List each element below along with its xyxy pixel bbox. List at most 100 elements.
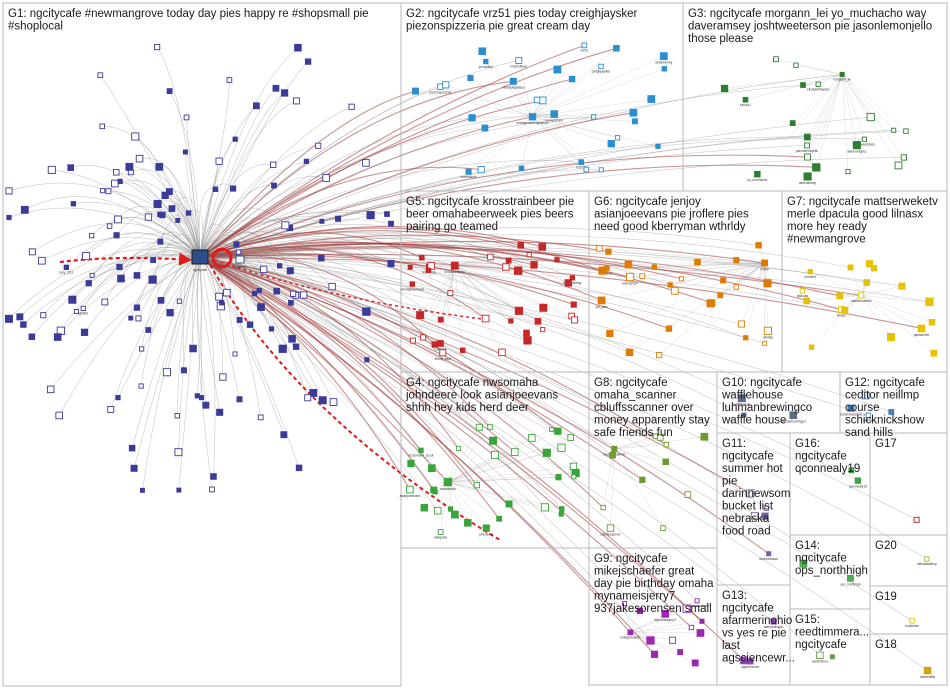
group-label-g1: G1: ngcitycafe #newmangrove today day pi… [8, 8, 369, 20]
node-g4 [557, 443, 566, 452]
edge [410, 463, 448, 483]
edge [630, 632, 673, 641]
node-g1 [106, 223, 113, 229]
node-g2 [465, 168, 472, 175]
node-g5 [409, 281, 415, 287]
edge [199, 257, 917, 521]
edge [447, 481, 456, 515]
node-g1 [115, 394, 121, 401]
node-g1 [107, 406, 115, 413]
node-g9 [696, 629, 705, 637]
edge [197, 257, 207, 406]
node-g2 [583, 166, 590, 173]
node-g1 [144, 213, 153, 221]
edge [117, 257, 201, 398]
node-label: shorty_stuff [435, 357, 452, 361]
edge [199, 47, 299, 259]
edge [610, 448, 615, 529]
node-g1 [348, 103, 355, 110]
node-g4 [555, 474, 562, 481]
node-g1 [4, 314, 14, 323]
group-label-g10: waffle house [721, 415, 786, 427]
node-g5 [419, 254, 425, 261]
node-g2 [581, 42, 588, 49]
node-g7 [928, 319, 936, 326]
node-g2 [515, 56, 523, 64]
node-g1 [230, 185, 237, 192]
node-g1 [189, 344, 197, 353]
node-g4 [489, 436, 498, 445]
node-g15 [816, 651, 824, 659]
edge [51, 169, 201, 259]
node-label: afarmerinohio [764, 625, 784, 629]
edge [199, 257, 411, 490]
node-g4 [475, 423, 483, 431]
node-g3 [861, 136, 867, 142]
node-g9 [636, 607, 644, 615]
node-g6 [656, 352, 663, 359]
node-g1 [246, 321, 254, 328]
node-g7 [917, 324, 926, 333]
node-g4 [491, 450, 500, 459]
node-g2 [661, 66, 668, 72]
node-g2 [478, 47, 487, 56]
node-g2 [412, 87, 419, 95]
node-label: mzsomaha_scout [408, 454, 433, 458]
edge [199, 257, 438, 511]
group-box-g1 [2, 2, 402, 687]
group-label-g13: afarmerinohio [722, 615, 792, 627]
node-label: creighjaysker [592, 70, 612, 74]
node-g1 [202, 401, 210, 409]
node-g1 [161, 191, 169, 200]
group-label-g12: ceditor neillmp [845, 390, 919, 402]
node-label: mattserweketv [851, 299, 872, 303]
node-g1 [38, 256, 46, 265]
node-g5 [554, 257, 560, 263]
node-g1 [292, 97, 300, 105]
node-g1 [174, 448, 183, 457]
node-g5 [439, 349, 447, 357]
edge [841, 74, 907, 132]
edge [50, 257, 201, 390]
edge [199, 234, 609, 259]
node-g9 [677, 649, 684, 655]
node-g5 [570, 301, 577, 308]
node-g1 [5, 187, 13, 195]
node-g5 [436, 340, 444, 347]
edge [454, 265, 512, 322]
node-g6 [743, 335, 749, 341]
node-g7 [865, 260, 874, 268]
edge [745, 74, 843, 100]
edge [447, 454, 496, 483]
node-g4 [447, 506, 454, 512]
edge [609, 262, 765, 334]
edge [120, 241, 201, 279]
edge [437, 481, 449, 511]
node-g1 [97, 72, 104, 79]
node-g1 [233, 241, 240, 248]
edge [100, 75, 201, 259]
edge [447, 451, 515, 483]
node-g1 [157, 211, 163, 218]
edge [810, 271, 862, 296]
edge [199, 217, 286, 259]
node-label: nwsomaha [440, 487, 456, 491]
edge [199, 257, 698, 602]
edge [24, 196, 201, 259]
node-g6 [651, 264, 658, 270]
node-g9 [699, 618, 705, 624]
node-g2 [553, 65, 562, 74]
node-g1 [28, 333, 36, 340]
edge [484, 116, 533, 129]
group-label-g11: pie [722, 476, 737, 488]
edge [199, 185, 275, 259]
node-g6 [720, 277, 727, 284]
edge [440, 86, 533, 118]
node-g1 [70, 201, 77, 207]
node-g2 [533, 96, 541, 104]
node-g1 [150, 257, 157, 263]
node-g1 [153, 199, 162, 209]
edge [199, 257, 500, 520]
node-g13 [740, 656, 748, 665]
node-g6 [733, 284, 740, 290]
